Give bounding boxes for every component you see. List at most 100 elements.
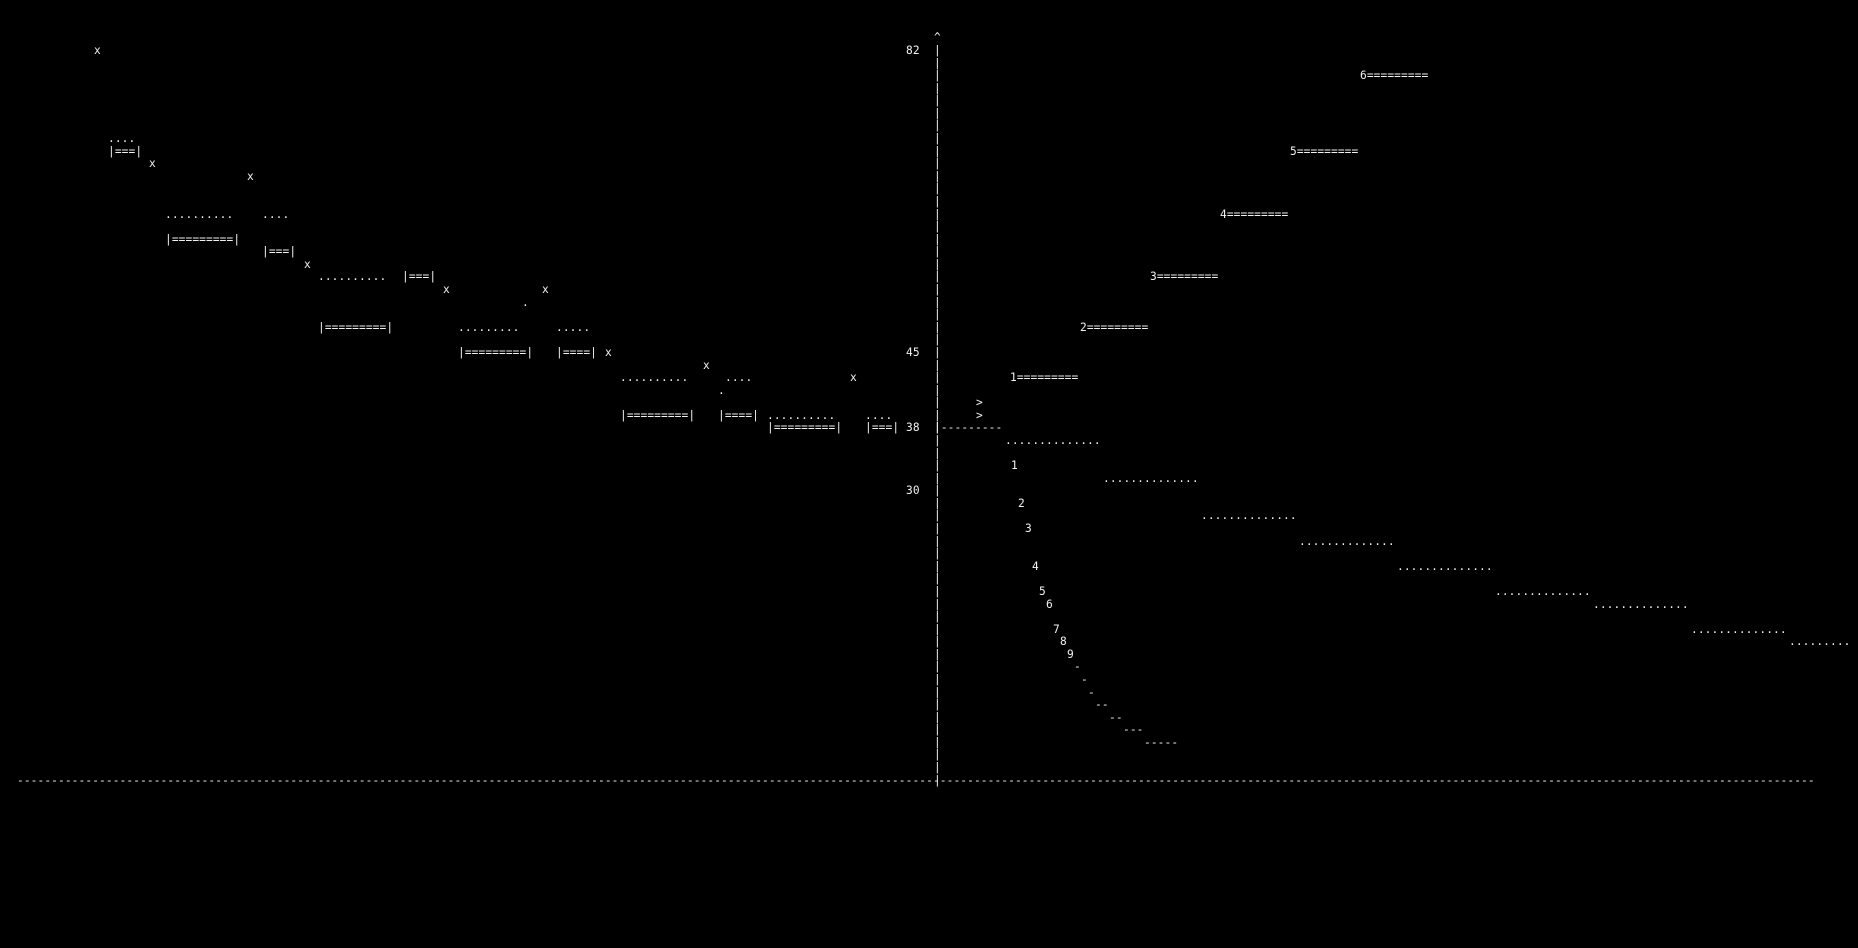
ascii-line: | xyxy=(934,194,941,208)
ascii-line: | xyxy=(934,257,941,271)
ascii-line: 3========= xyxy=(1150,270,1219,284)
ascii-line: ..... xyxy=(556,320,591,334)
ascii-line: |=========| xyxy=(767,421,843,435)
ascii-line: |===| xyxy=(108,144,143,158)
ascii-line: | xyxy=(934,358,941,372)
ascii-line: | xyxy=(934,660,941,674)
ascii-line: | xyxy=(934,106,941,120)
ascii-line: 7 xyxy=(1053,622,1060,636)
ascii-line: .... xyxy=(108,132,136,146)
ascii-line: | xyxy=(934,522,941,536)
ascii-line: 6 xyxy=(1046,597,1053,611)
ascii-line: | xyxy=(934,132,941,146)
ascii-line: |===| xyxy=(402,270,437,284)
ascii-line: .............. xyxy=(1397,559,1493,573)
ascii-line: | xyxy=(934,610,941,624)
ascii-line: | xyxy=(934,283,941,297)
ascii-line: x xyxy=(605,345,612,359)
ascii-line: | xyxy=(934,169,941,183)
ascii-line: | xyxy=(934,735,941,749)
ascii-line: > xyxy=(976,396,983,410)
ascii-line: | xyxy=(934,761,941,775)
ascii-line: x xyxy=(542,283,549,297)
ascii-line: | xyxy=(934,446,941,460)
ascii-line: | xyxy=(934,433,941,447)
ascii-line: | xyxy=(934,220,941,234)
ascii-line: 3 xyxy=(1025,522,1032,536)
ascii-line: 9 xyxy=(1067,647,1074,661)
ascii-line: | xyxy=(934,119,941,133)
ascii-line: | xyxy=(934,408,941,422)
ascii-line: | xyxy=(934,396,941,410)
ascii-line: | xyxy=(934,308,941,322)
ascii-line: 8 xyxy=(1060,635,1067,649)
ascii-line: 5 xyxy=(1039,584,1046,598)
ascii-line: | xyxy=(934,484,941,498)
ascii-line: . xyxy=(718,383,725,397)
ascii-line: 6========= xyxy=(1360,69,1429,83)
ascii-line: .............. xyxy=(1005,433,1101,447)
ascii-line: | xyxy=(934,56,941,70)
ascii-line: | xyxy=(934,245,941,259)
ascii-line: - xyxy=(1088,685,1095,699)
ascii-line: .......... xyxy=(767,408,836,422)
ascii-line: | xyxy=(934,333,941,347)
ascii-line: ......... xyxy=(458,320,520,334)
ascii-line: |====| xyxy=(718,408,760,422)
ascii-line: | xyxy=(934,81,941,95)
ascii-line: | xyxy=(934,773,941,787)
ascii-line: | xyxy=(934,559,941,573)
ascii-line: 5========= xyxy=(1290,144,1359,158)
ascii-line: | xyxy=(934,698,941,712)
ascii-line: | xyxy=(934,572,941,586)
ascii-line: . xyxy=(522,295,529,309)
ascii-line: 30 xyxy=(906,484,920,498)
ascii-line: | xyxy=(934,345,941,359)
ascii-line: .............. xyxy=(1691,622,1787,636)
ascii-line: | xyxy=(934,584,941,598)
ascii-line: .......... xyxy=(620,371,689,385)
ascii-line: | xyxy=(934,509,941,523)
ascii-line: .......... xyxy=(165,207,234,221)
ascii-line: ----------------------------------------… xyxy=(17,773,1815,787)
ascii-line: x xyxy=(94,44,101,57)
ascii-line: |=========| xyxy=(458,345,534,359)
ascii-line: 82 xyxy=(906,44,920,57)
ascii-line: | xyxy=(934,496,941,510)
ascii-line: -- xyxy=(1095,698,1109,712)
ascii-line: | xyxy=(934,723,941,737)
ascii-line: x xyxy=(850,371,857,385)
ascii-line: --- xyxy=(1123,723,1144,737)
ascii-line: | xyxy=(934,647,941,661)
ascii-line: 2 xyxy=(1018,496,1025,510)
ascii-line: .......... xyxy=(318,270,387,284)
ascii-line: | xyxy=(934,320,941,334)
ascii-line: .............. xyxy=(1299,534,1395,548)
ascii-line: | xyxy=(934,182,941,196)
ascii-line: 1========= xyxy=(1010,371,1079,385)
ascii-line: | xyxy=(934,622,941,636)
ascii-line: ----- xyxy=(1144,735,1179,749)
ascii-line: | xyxy=(934,44,941,57)
ascii-line: .... xyxy=(865,408,893,422)
ascii-line: | xyxy=(934,94,941,108)
ascii-line: | xyxy=(934,547,941,561)
ascii-line: - xyxy=(1081,673,1088,686)
ascii-line: | xyxy=(934,635,941,649)
ascii-line: ......... xyxy=(1789,635,1851,649)
ascii-line: 2========= xyxy=(1080,320,1149,334)
ascii-line: | xyxy=(934,534,941,548)
ascii-line: | xyxy=(934,673,941,686)
ascii-line: 1 xyxy=(1011,459,1018,473)
ascii-line: | xyxy=(934,459,941,473)
ascii-line: ^ xyxy=(934,31,941,45)
ascii-line: |===| xyxy=(865,421,900,435)
ascii-line: | xyxy=(934,748,941,762)
ascii-line: x xyxy=(247,169,254,183)
ascii-line: | xyxy=(934,295,941,309)
ascii-line: 45 xyxy=(906,345,920,359)
ascii-line: |--------- xyxy=(934,421,1003,435)
ascii-line: .... xyxy=(725,371,753,385)
ascii-line: | xyxy=(934,597,941,611)
ascii-line: | xyxy=(934,207,941,221)
